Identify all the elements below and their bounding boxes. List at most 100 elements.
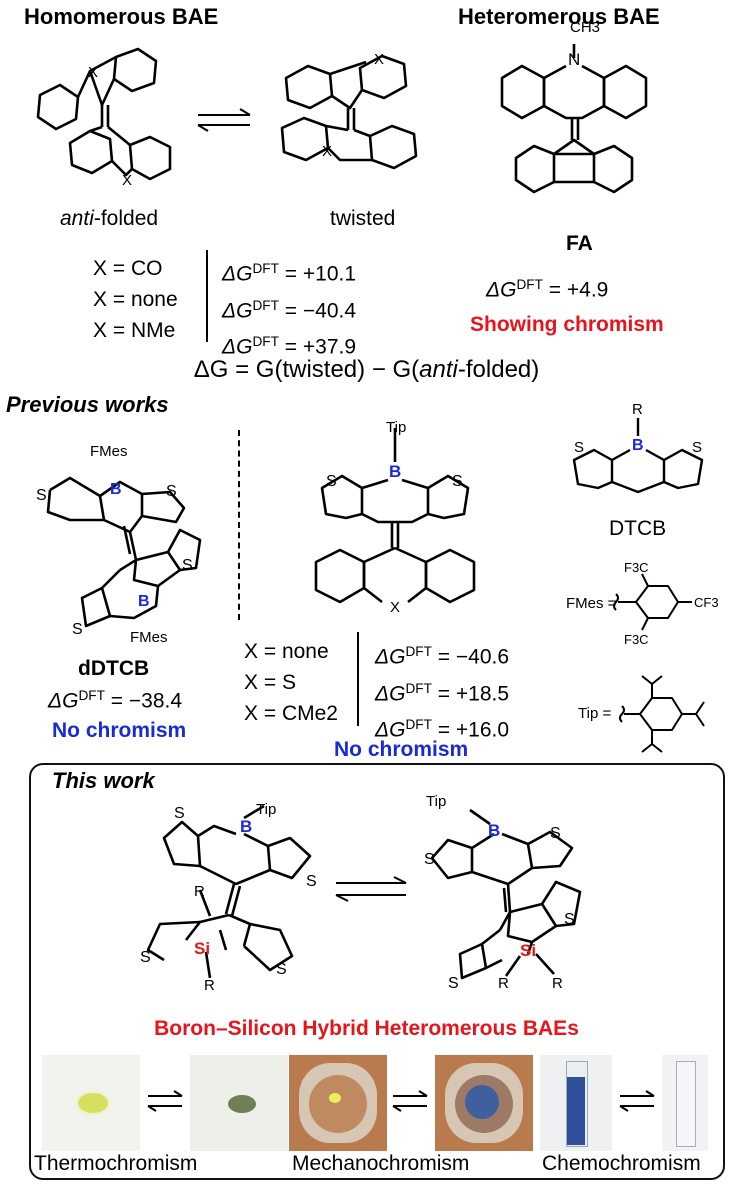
fa-dg: ΔGDFT = +4.9 (486, 277, 609, 302)
boron-atom: B (488, 821, 500, 840)
tip-label: Tip (386, 419, 406, 436)
middle-chromism-note: No chromism (334, 738, 469, 761)
previous-works-header: Previous works (6, 392, 169, 417)
anti-folded-structure: X X (36, 47, 172, 189)
sulfur-atom: S (448, 975, 459, 992)
tip-structure (619, 675, 705, 753)
table-divider (357, 632, 359, 726)
chemo-photo-clear-vial (662, 1055, 708, 1151)
tip-legend-label: Tip = (578, 705, 612, 722)
x-value: X = CMe2 (244, 702, 338, 725)
dg-row: ΔGDFT = −40.6 (375, 644, 510, 669)
sulfur-atom: S (550, 825, 561, 842)
dg-row: ΔGDFT = −40.4 (222, 297, 357, 323)
sulfur-atom: S (276, 961, 287, 978)
ddtcb-structure: B B S S S S FMes FMes (36, 443, 202, 646)
this-work-header: This work (52, 768, 155, 793)
boron-atom: B (240, 817, 252, 836)
x-label: X (390, 599, 400, 616)
x-value: X = none (93, 288, 178, 311)
sulfur-atom: S (452, 473, 463, 490)
boron-atom: B (138, 593, 150, 610)
dashed-divider (238, 430, 240, 620)
sulfur-atom: S (424, 851, 435, 868)
boraanthracene-structure: Tip B S S X (314, 419, 476, 616)
r-label: R (194, 883, 205, 900)
x-value: X = none (244, 640, 329, 663)
twisted-structure: X X (280, 51, 418, 170)
sulfur-atom: S (692, 439, 702, 456)
si-b-folded-structure: B Tip S S S S Si R R (140, 801, 317, 994)
r-label: R (632, 401, 643, 418)
twisted-label: twisted (330, 207, 396, 230)
fmes-label: FMes (90, 443, 128, 460)
middle-dg-column: ΔGDFT = −40.6 ΔGDFT = +18.5 ΔGDFT = +16.… (375, 636, 509, 746)
si-b-twisted-structure: Tip B S S S S Si R R (424, 793, 582, 992)
mechanochromism-label: Mechanochromism (292, 1152, 470, 1175)
sulfur-atom: S (140, 949, 151, 966)
tip-label: Tip (256, 801, 276, 818)
fmes-label: FMes (130, 629, 168, 646)
sulfur-atom: S (72, 621, 83, 638)
x-label: X (322, 143, 332, 160)
heteromerous-header: Heteromerous BAE (458, 4, 660, 29)
x-label: X (88, 64, 98, 81)
thermochromism-label: Thermochromism (34, 1152, 198, 1175)
sulfur-atom: S (182, 557, 193, 574)
dg-row: ΔGDFT = +37.9 (222, 334, 357, 359)
thermo-photo-yellow (42, 1055, 140, 1151)
ch3-label: CH3 (570, 19, 600, 36)
f3c-label: F3C (624, 560, 649, 575)
x-value: X = S (244, 671, 296, 694)
r-label: R (204, 977, 215, 994)
equilibrium-arrows (335, 876, 407, 902)
silicon-atom: Si (520, 941, 536, 960)
ddtcb-name: dDTCB (78, 657, 150, 680)
dg-row: ΔGDFT = +10.1 (222, 261, 357, 286)
boron-atom: B (110, 481, 122, 498)
sulfur-atom: S (166, 483, 177, 500)
silicon-atom: Si (194, 939, 210, 958)
fmes-structure: F3C F3C CF3 (613, 560, 719, 647)
homomerous-header: Homomerous BAE (24, 4, 219, 29)
homomerous-x-column: X = CO X = none X = NMe (93, 253, 178, 346)
table-divider (206, 250, 208, 342)
fa-structure: CH3 N (500, 19, 648, 194)
dg-row: ΔGDFT = +18.5 (375, 680, 510, 706)
tip-label: Tip (426, 793, 446, 810)
chemo-photo-blue-vial (540, 1055, 612, 1151)
equilibrium-arrows (147, 1090, 183, 1112)
fa-chromism-note: Showing chromism (470, 313, 664, 336)
r-label: R (552, 975, 563, 992)
sulfur-atom: S (174, 805, 185, 822)
equilibrium-arrows (392, 1090, 428, 1112)
sulfur-atom: S (36, 487, 47, 504)
equilibrium-arrows (619, 1090, 655, 1112)
x-value: X = CO (93, 257, 163, 280)
chemochromism-label: Chemochromism (542, 1152, 701, 1175)
x-label: X (374, 51, 384, 68)
r-label: R (498, 975, 509, 992)
x-value: X = NMe (93, 319, 176, 342)
middle-x-column: X = none X = S X = CMe2 (244, 636, 338, 729)
cf3-label: CF3 (694, 595, 719, 610)
thermo-photo-green (190, 1055, 288, 1151)
anti-folded-label: anti-folded (60, 207, 159, 230)
hybrid-title: Boron–Silicon Hybrid Heteromerous BAEs (154, 1017, 579, 1040)
sulfur-atom: S (564, 911, 575, 928)
dg-row: ΔGDFT = +16.0 (375, 717, 510, 742)
mechano-photo-blue (435, 1055, 533, 1151)
fa-name: FA (566, 232, 593, 255)
sulfur-atom: S (574, 439, 584, 456)
sulfur-atom: S (326, 473, 337, 490)
dtcb-label: DTCB (609, 517, 667, 540)
this-work-panel (29, 763, 725, 1180)
boron-atom: B (389, 462, 401, 481)
sulfur-atom: S (306, 873, 317, 890)
mechano-photo-yellow (289, 1055, 387, 1151)
dg-definition: ΔG = G(twisted) − G(anti-folded) (193, 356, 540, 383)
homomerous-dg-column: ΔGDFT = +10.1 ΔGDFT = −40.4 ΔGDFT = +37.… (222, 253, 356, 363)
x-label: X (122, 172, 132, 189)
boron-atom: B (632, 437, 644, 454)
dtcb-structure: R B S S (572, 401, 704, 494)
